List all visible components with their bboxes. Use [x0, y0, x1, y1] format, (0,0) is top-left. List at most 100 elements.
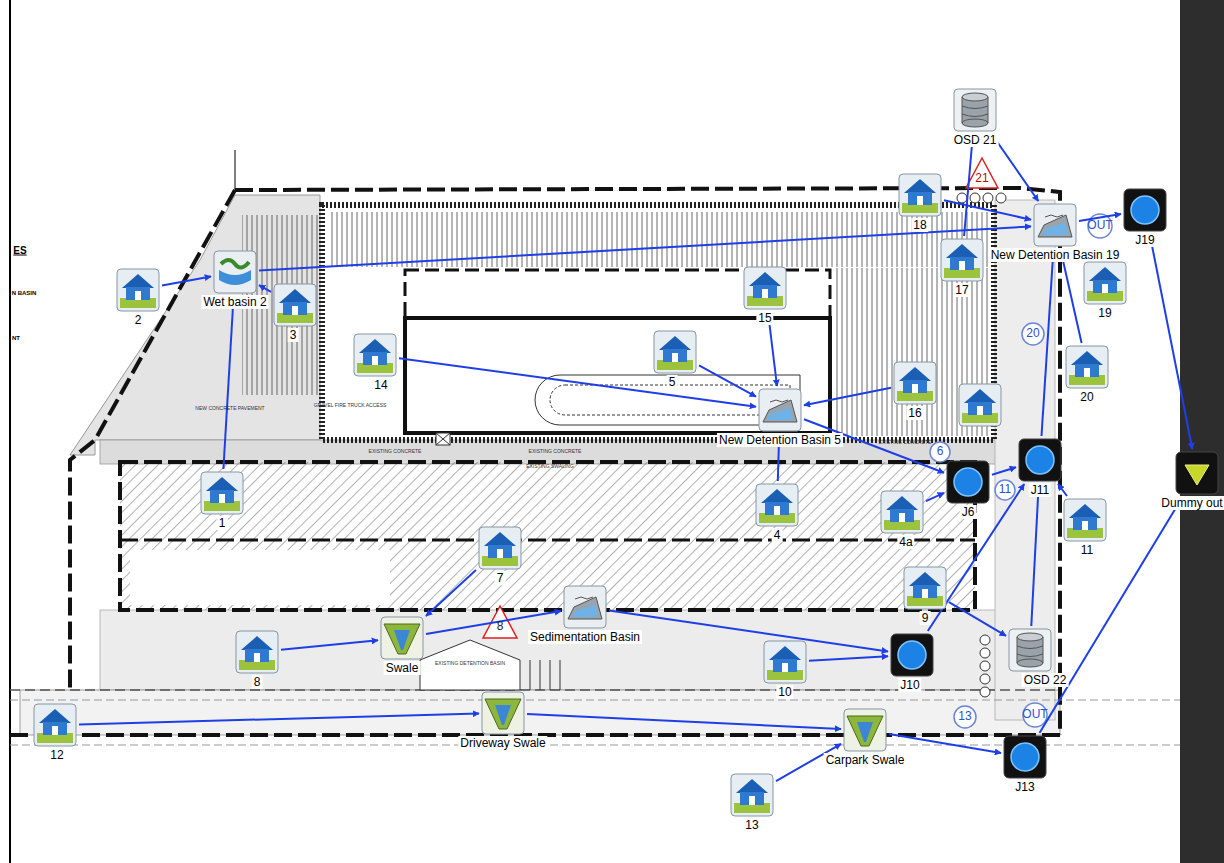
- flow-link: [992, 467, 1016, 474]
- plan-note: NT: [12, 335, 20, 342]
- flow-link: [259, 226, 1031, 270]
- model-node: J6: [946, 460, 990, 504]
- model-node: Swale: [380, 616, 424, 660]
- subcatchment-icon: [1063, 498, 1107, 542]
- node-label: 13: [743, 818, 760, 832]
- swale-icon: [380, 616, 424, 660]
- model-node: 1: [200, 471, 244, 515]
- flow-link: [259, 285, 271, 292]
- flow-link: [1060, 249, 1081, 343]
- flow-link: [1040, 497, 1183, 733]
- node-label: 4: [772, 528, 783, 542]
- model-node: New Detention Basin 19: [1033, 203, 1077, 247]
- junction-icon: [1123, 188, 1167, 232]
- node-label: OSD 21: [952, 133, 999, 147]
- model-node: J10: [890, 633, 934, 677]
- node-label: 5: [667, 375, 678, 389]
- subcatchment-icon: [903, 566, 947, 610]
- model-node: J19: [1123, 188, 1167, 232]
- node-label: Sedimentation Basin: [528, 630, 642, 644]
- node-label: OSD 22: [1022, 673, 1069, 687]
- model-node: 14: [353, 333, 397, 377]
- node-label: Wet basin 2: [201, 295, 268, 309]
- node-label: Carpark Swale: [824, 753, 907, 767]
- model-node: 7: [478, 526, 522, 570]
- swale-icon: [843, 708, 887, 752]
- flow-link: [1058, 484, 1067, 496]
- model-node: 19: [1083, 261, 1127, 305]
- model-node: 8: [235, 630, 279, 674]
- subcatchment-icon: [200, 471, 244, 515]
- model-node: Wet basin 2: [213, 250, 257, 294]
- subcatchment-icon: [730, 773, 774, 817]
- flow-link: [926, 493, 944, 501]
- flow-link: [399, 358, 756, 406]
- node-label: 11: [1079, 543, 1095, 557]
- model-node: 12: [33, 703, 77, 747]
- flow-link: [699, 365, 756, 396]
- node-label: 12: [48, 748, 65, 762]
- flow-link: [1042, 249, 1054, 436]
- model-node: 4: [755, 483, 799, 527]
- node-label: 7: [495, 571, 506, 585]
- model-node: 2: [116, 268, 160, 312]
- subcatchment-icon: [33, 703, 77, 747]
- wet-basin-icon: [213, 250, 257, 294]
- model-node: OSD 21: [953, 88, 997, 132]
- model-node: J13: [1003, 735, 1047, 779]
- plan-note: ES: [13, 245, 26, 256]
- subcatchment-icon: [755, 483, 799, 527]
- callout-number: 13: [958, 710, 971, 723]
- subcatchment-icon: [898, 173, 942, 217]
- node-label: 2: [133, 313, 144, 327]
- node-label: 10: [776, 685, 793, 699]
- flow-link: [223, 296, 233, 469]
- flow-link: [79, 714, 479, 725]
- swale-icon: [481, 691, 525, 735]
- subcatchment-icon: [940, 238, 984, 282]
- detention-basin-icon: [563, 585, 607, 629]
- subcatchment-icon: [116, 268, 160, 312]
- plan-note: EXISTING SWALING: [526, 464, 574, 470]
- node-label: 8: [252, 675, 263, 689]
- model-node: Dummy out: [1175, 451, 1219, 495]
- flow-link: [162, 277, 211, 286]
- node-label: J19: [1133, 233, 1156, 247]
- node-label: J10: [898, 678, 921, 692]
- flow-link: [804, 388, 891, 405]
- model-node: Carpark Swale: [843, 708, 887, 752]
- callout-number: OUT: [1022, 708, 1047, 721]
- node-label: 20: [1078, 390, 1095, 404]
- node-label: 19: [1096, 306, 1113, 320]
- model-node: 3: [273, 283, 317, 327]
- subcatchment-icon: [763, 640, 807, 684]
- callout-number: 20: [1026, 327, 1039, 340]
- node-label: 1: [217, 516, 228, 530]
- subcatchment-icon: [880, 490, 924, 534]
- model-node: J11: [1018, 438, 1062, 482]
- flow-link: [1031, 484, 1038, 626]
- flow-link: [809, 656, 888, 660]
- subcatchment-icon: [235, 630, 279, 674]
- model-node: 20: [1065, 345, 1109, 389]
- model-node: 11: [1063, 498, 1107, 542]
- flow-link: [1150, 234, 1193, 449]
- node-label: 18: [911, 218, 928, 232]
- node-label: J6: [960, 505, 977, 519]
- node-label: J11: [1029, 483, 1051, 497]
- node-label: 17: [953, 283, 970, 297]
- model-node: 9: [903, 566, 947, 610]
- flow-link: [281, 640, 378, 649]
- node-label: New Detention Basin 5: [717, 433, 843, 447]
- model-node: 18: [898, 173, 942, 217]
- subcatchment-icon: [1065, 345, 1109, 389]
- subcatchment-icon: [1083, 261, 1127, 305]
- model-node: 17: [940, 238, 984, 282]
- subcatchment-icon: [353, 333, 397, 377]
- detention-basin-icon: [758, 388, 802, 432]
- flow-link: [992, 134, 1039, 201]
- osd-tank-icon: [953, 88, 997, 132]
